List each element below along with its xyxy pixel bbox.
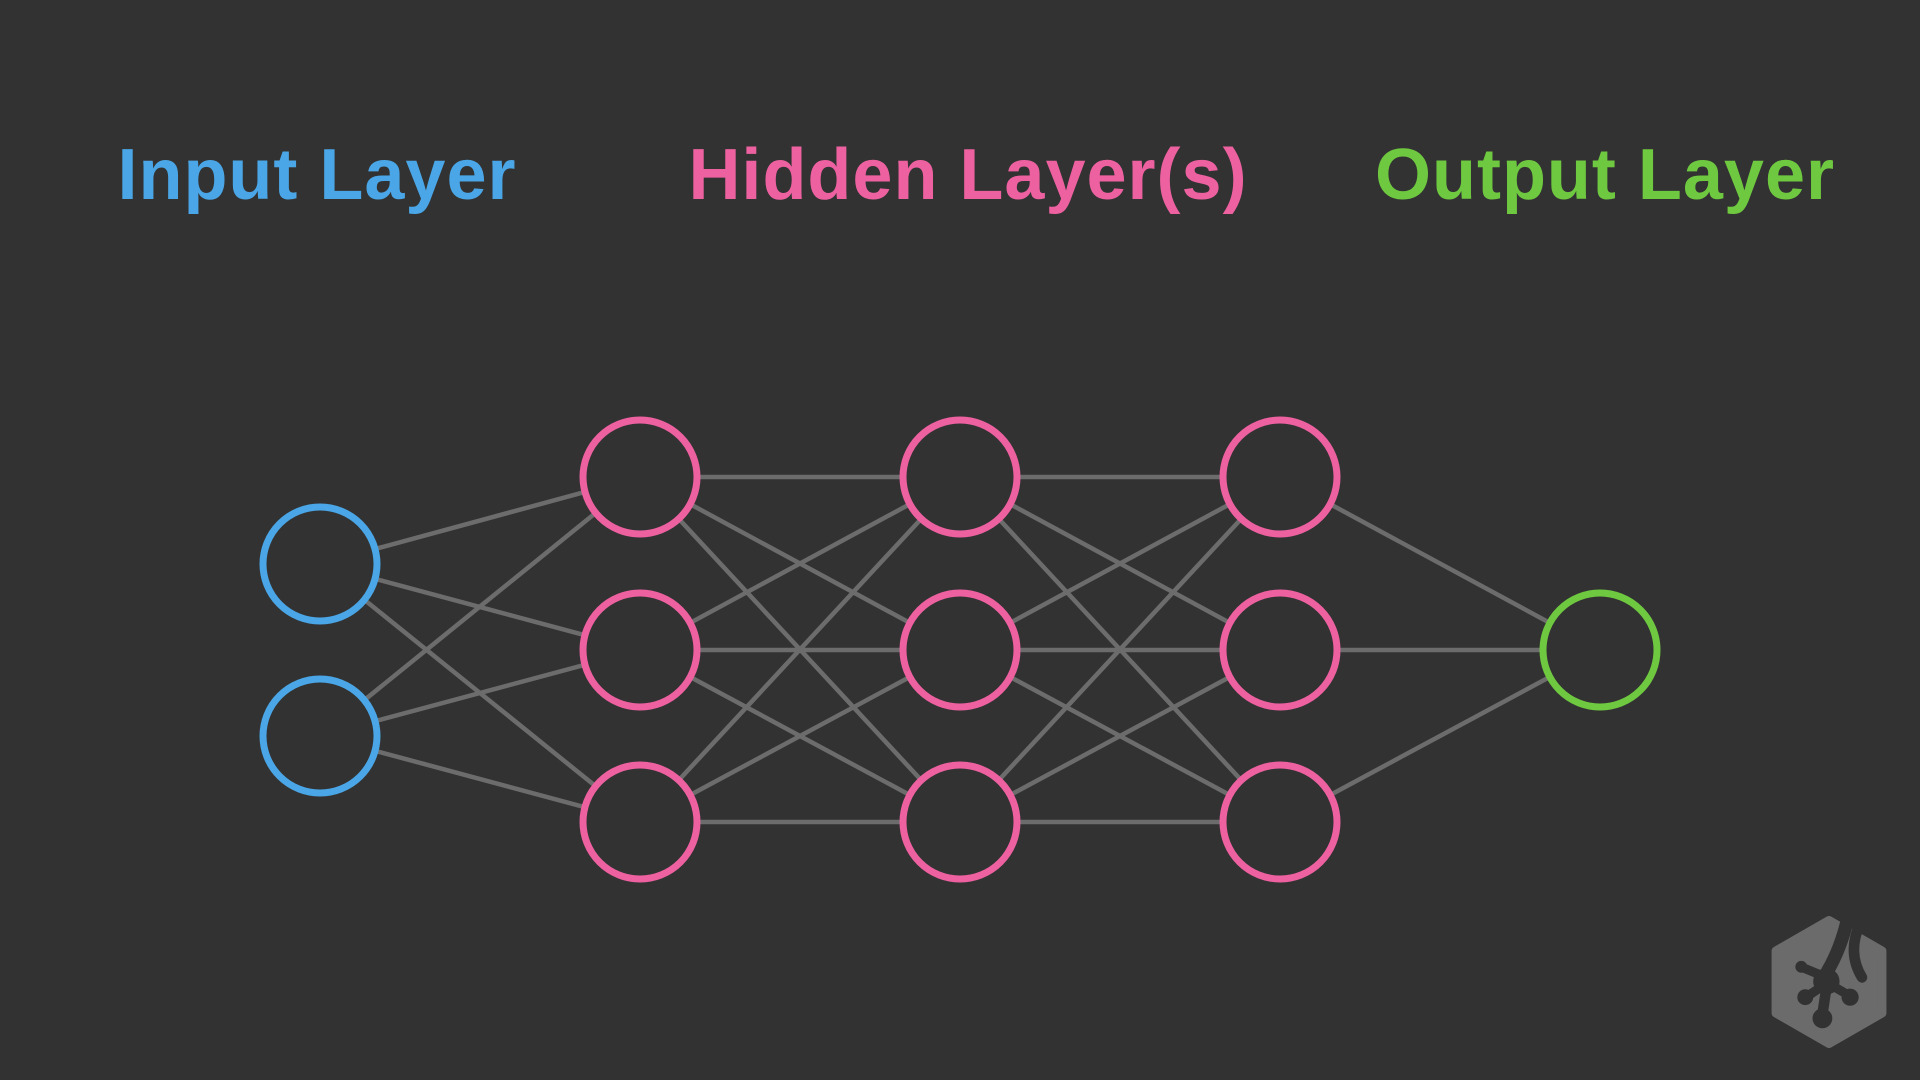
connection-line [318,475,642,738]
input-node [259,675,381,797]
hidden-layer-label: Hidden Layer(s) [688,135,1248,215]
connection-line [958,648,1282,824]
connection-line [638,648,962,824]
connection-line [638,475,962,652]
hidden-2-node [899,416,1021,538]
output-layer-label: Output Layer [1374,135,1836,215]
hidden-1-node [579,589,701,711]
connection-line [1278,475,1602,652]
hidden-2-node [899,589,1021,711]
input-layer-label: Input Layer [117,135,517,215]
treehouse-logo-icon [1771,914,1887,1049]
hidden-3-node [1219,761,1341,883]
connection-line [1278,648,1602,824]
branch-cutout-shape [1795,914,1868,1029]
hidden-2-node [899,761,1021,883]
output-node [1539,589,1661,711]
connection-line [638,475,962,824]
hidden-1-node [579,761,701,883]
input-node [259,503,381,625]
hidden-3-node [1219,416,1341,538]
hidden-1-node [579,416,701,538]
hidden-3-node [1219,589,1341,711]
connection-line [958,475,1282,824]
connection-line [958,475,1282,652]
